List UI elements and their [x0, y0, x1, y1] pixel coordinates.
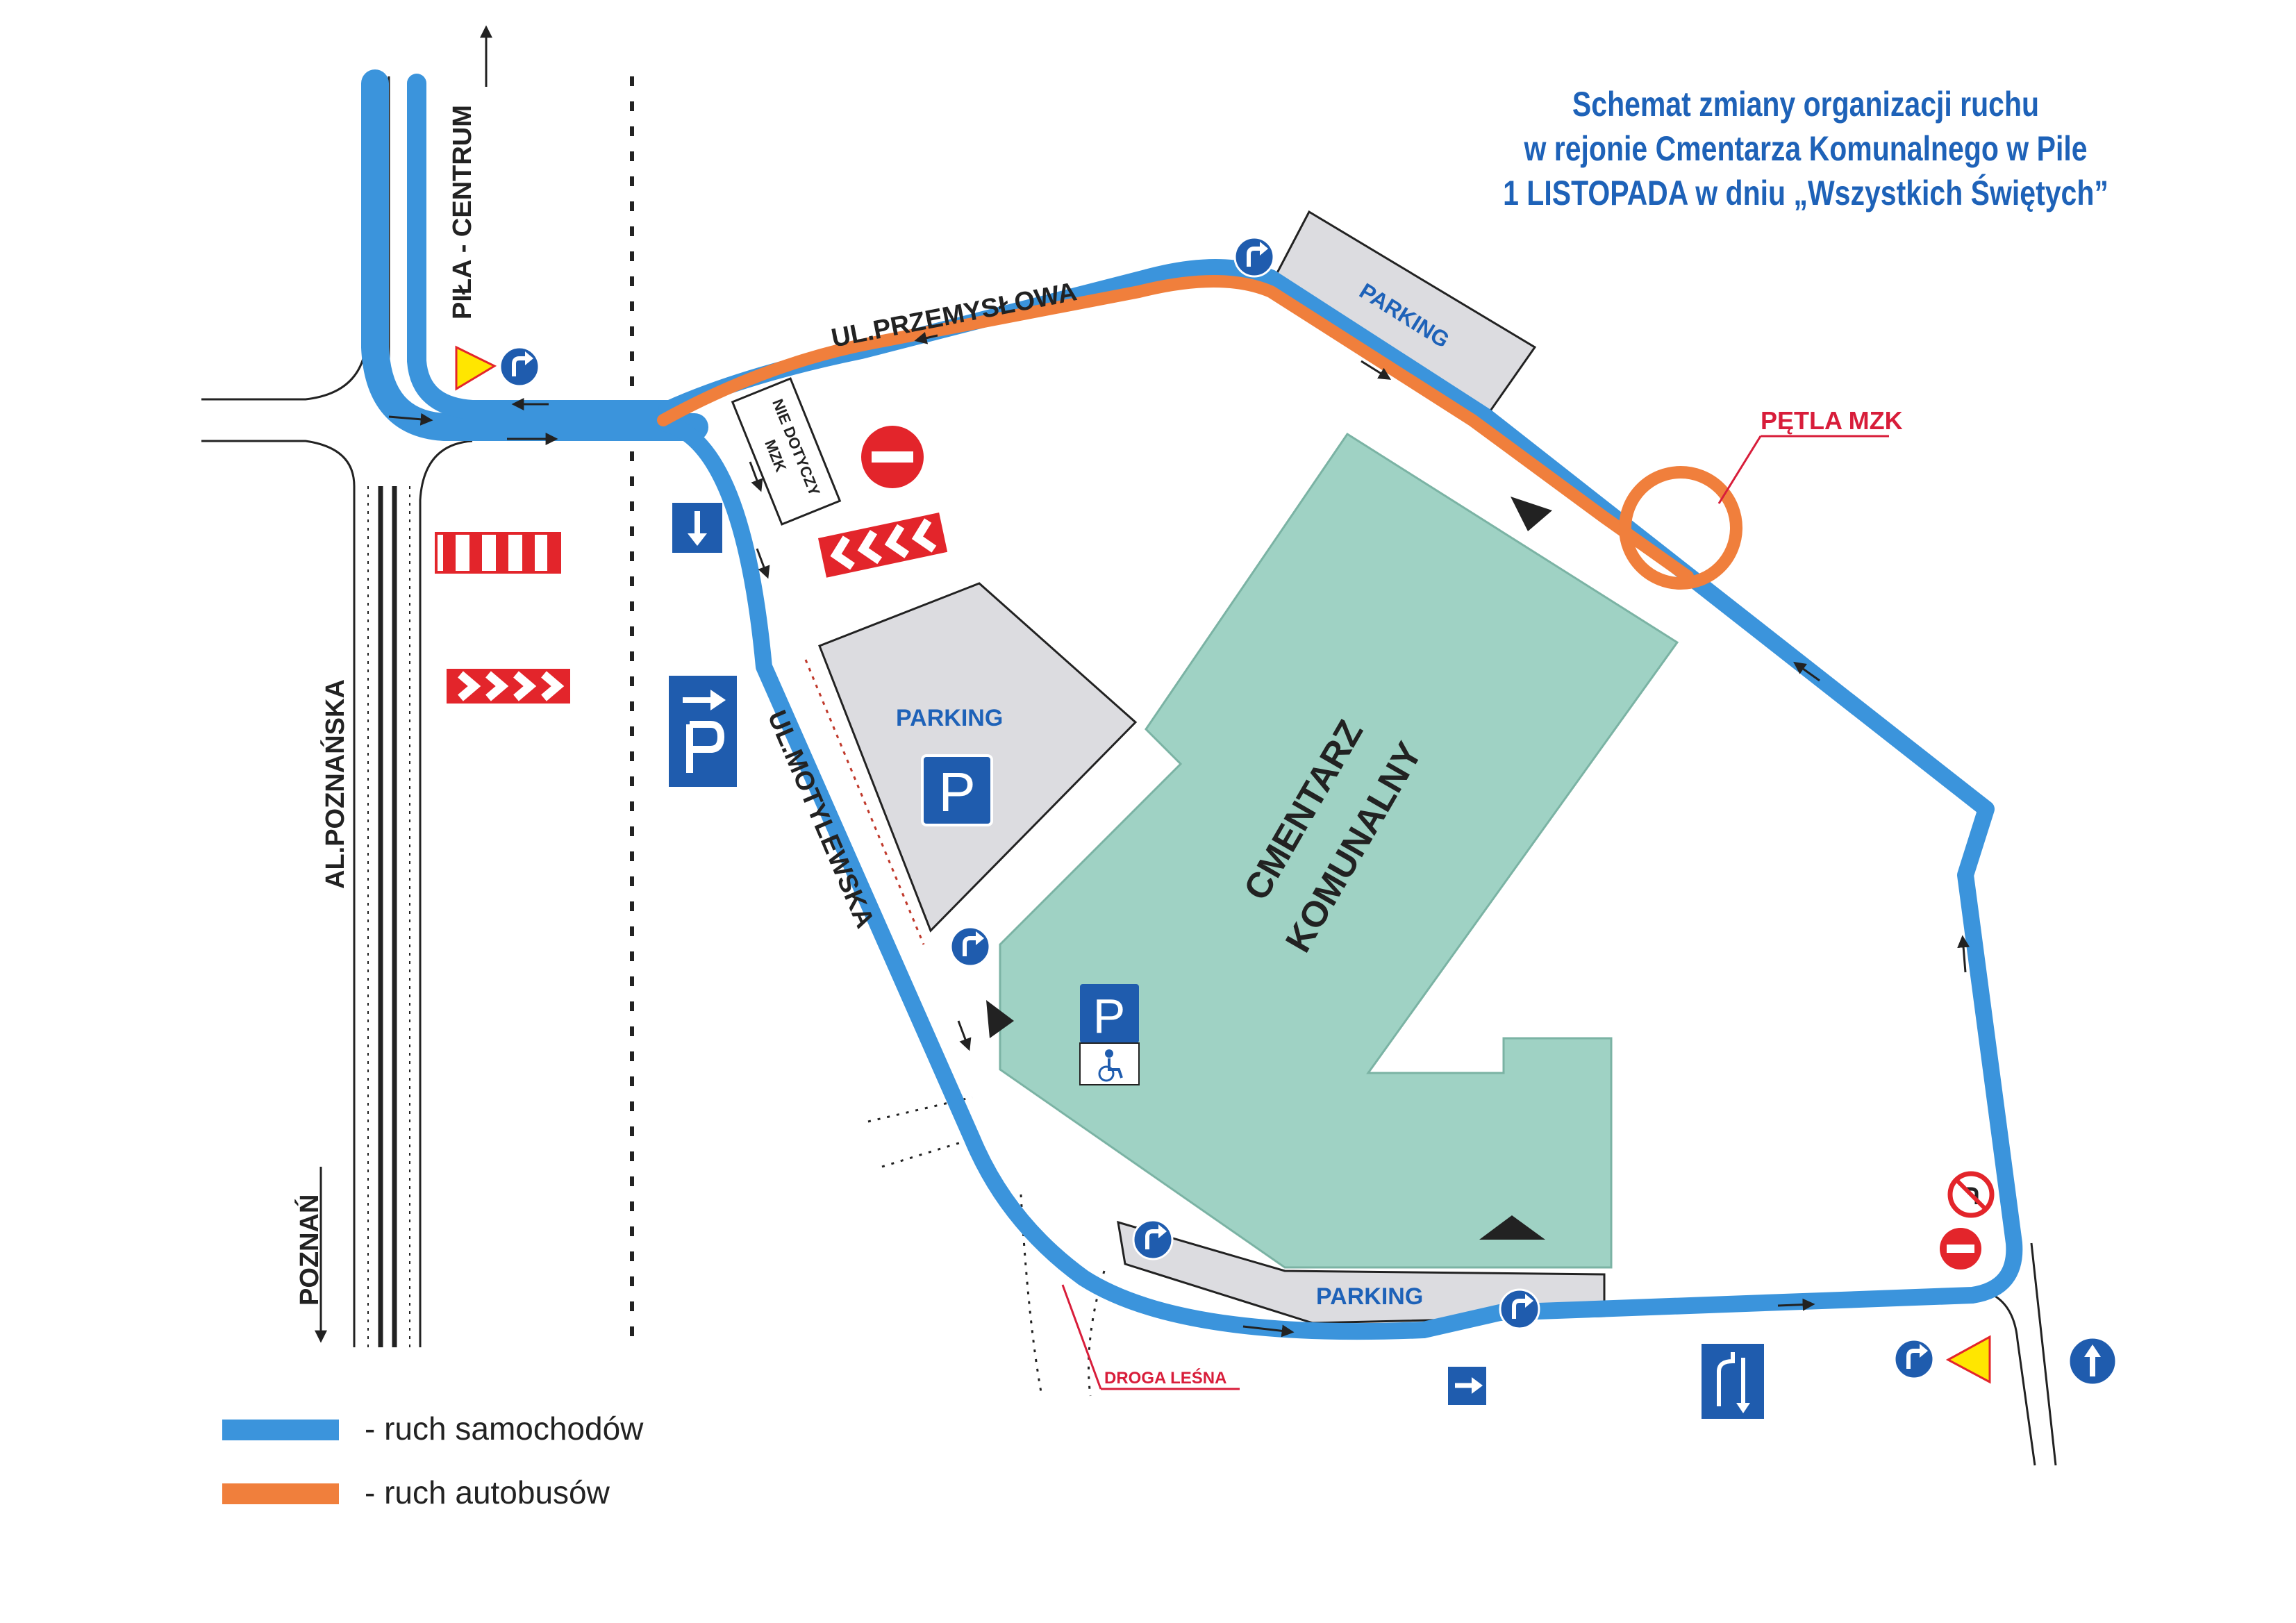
parking-sign-letter: P	[938, 761, 975, 823]
give-way-sign-icon	[1945, 1335, 1991, 1384]
bus-route	[657, 275, 1742, 590]
parking-sign-icon: P	[1080, 984, 1139, 1043]
droga-lesna-pointer	[1061, 1284, 1102, 1390]
turn-right-sign-icon	[500, 347, 539, 386]
ahead-only-sign-icon	[2068, 1336, 2118, 1386]
page-title: Schemat zmiany organizacji ruchu w rejon…	[1487, 82, 2124, 215]
turn-left-sign-icon	[951, 927, 990, 966]
label-parking-bottom: PARKING	[1316, 1283, 1423, 1310]
turn-left-sign-icon	[1133, 1220, 1172, 1259]
cemetery-area	[999, 432, 1679, 1269]
legend-swatch-cars	[222, 1420, 339, 1440]
no-left-turn-sign-icon	[1947, 1171, 1995, 1218]
turn-right-sign-icon	[1235, 238, 1274, 276]
nie-dotyczy-mzk-plate: NIE DOTYCZY MZK	[731, 377, 842, 526]
no-entry-sign-icon	[1940, 1228, 1981, 1270]
chevron-barrier-icon	[435, 532, 561, 574]
label-parking-left: PARKING	[896, 705, 1003, 731]
label-petla-mzk: PĘTLA MZK	[1761, 406, 1903, 435]
petla-mzk-pointer	[1717, 435, 1762, 504]
label-droga-lesna: DROGA LEŚNA	[1104, 1368, 1226, 1388]
legend-swatch-buses	[222, 1483, 339, 1504]
one-way-sign-icon	[672, 503, 722, 553]
label-poznan: POZNAŃ	[294, 1195, 324, 1306]
legend-item-buses: - ruch autobusów	[222, 1474, 847, 1515]
no-entry-sign-icon	[861, 426, 924, 488]
direction-arrow-icon	[1448, 1367, 1486, 1405]
flow-arrows	[315, 25, 1970, 1343]
disabled-parking-icon	[1079, 1042, 1140, 1085]
parking-direction-sign-icon	[669, 676, 737, 787]
title-line-2: w rejonie Cmentarza Komunalnego w Pile	[1524, 129, 2088, 168]
legend-item-cars: - ruch samochodów	[222, 1410, 847, 1451]
label-pila-centrum: PIŁA - CENTRUM	[448, 105, 477, 319]
keep-lanes-sign-icon	[1895, 1340, 1933, 1379]
keep-lanes-sign-icon	[1702, 1344, 1764, 1419]
give-way-sign-icon	[455, 345, 497, 391]
title-line-1: Schemat zmiany organizacji ruchu	[1572, 85, 2040, 124]
chevron-barrier-icon	[447, 669, 570, 704]
legend-text-buses: - ruch autobusów	[365, 1474, 610, 1510]
parking-sign-icon: P	[921, 754, 993, 826]
legend-text-cars: - ruch samochodów	[365, 1410, 644, 1447]
entrance-marker	[1511, 497, 1552, 531]
chevron-barrier-icon	[818, 512, 948, 578]
label-al-poznanska: AL.POZNAŃSKA	[319, 679, 350, 889]
title-line-3: 1 LISTOPADA w dniu „Wszystkich Świętych”	[1503, 174, 2108, 213]
turn-right-sign-icon	[1500, 1290, 1539, 1329]
parking-sign-letter: P	[1093, 989, 1126, 1043]
entrance-marker	[1479, 1215, 1545, 1240]
entrance-marker	[986, 1000, 1014, 1038]
car-route	[361, 69, 2023, 1340]
